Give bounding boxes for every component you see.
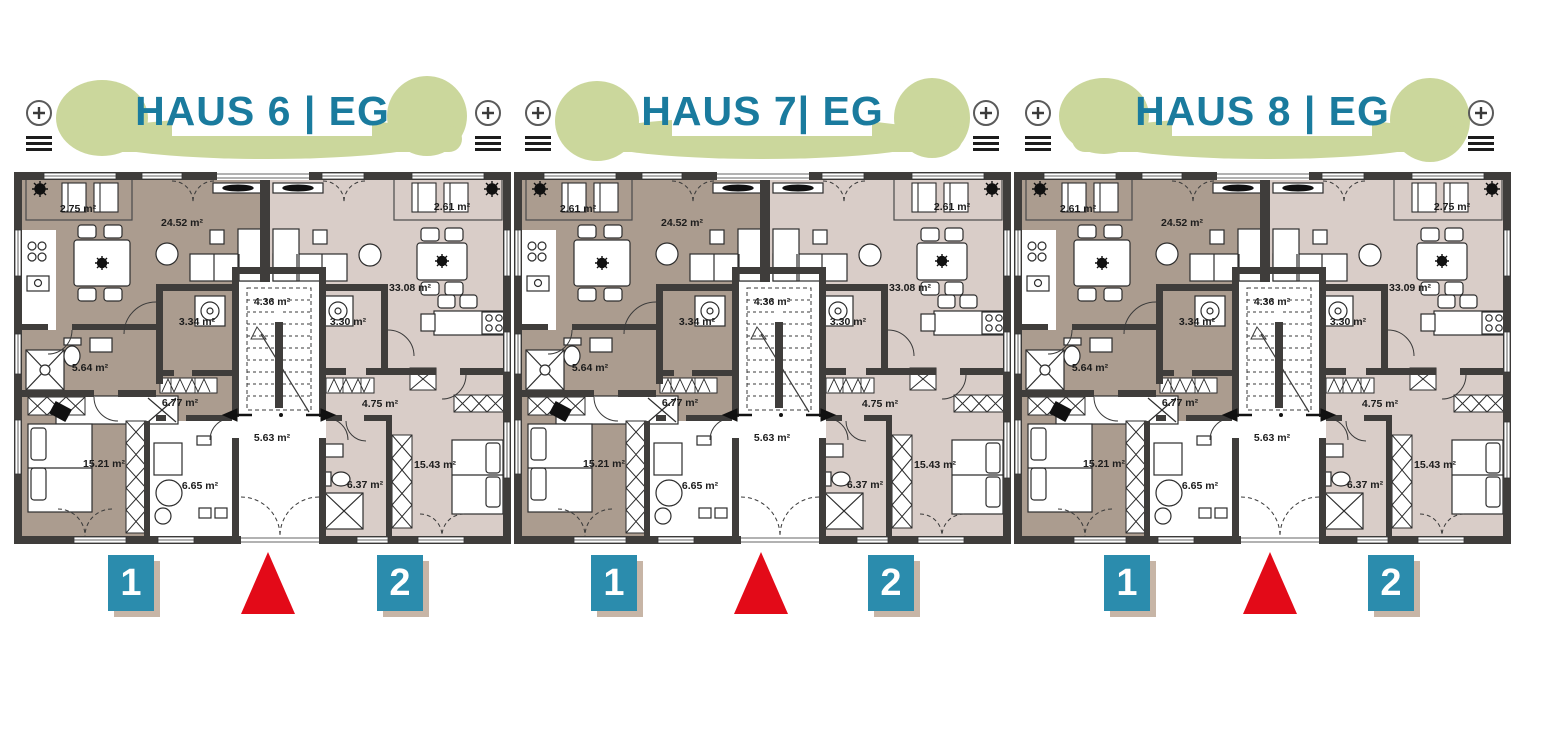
floor-plan-drawing: [14, 172, 511, 544]
zoom-in-icon[interactable]: [972, 99, 1000, 127]
room-label-living-left: 24.52 m²: [660, 217, 704, 229]
room-label-bath-left: 5.64 m²: [571, 362, 609, 374]
zoom-in-icon[interactable]: [25, 99, 53, 127]
room-label-balcony-left: 2.75 m²: [59, 203, 97, 215]
room-label-entry: 5.63 m²: [253, 432, 291, 444]
room-label-hall-left: 6.77 m²: [661, 397, 699, 409]
floor-plan-drawing: [514, 172, 1011, 544]
room-label-living-left: 24.52 m²: [1160, 217, 1204, 229]
plan-controls-left-haus-6: [24, 99, 54, 154]
room-label-living-left: 24.52 m²: [160, 217, 204, 229]
zoom-in-icon[interactable]: [524, 99, 552, 127]
unit-badge-haus8-2[interactable]: 2: [1368, 555, 1414, 611]
plan-controls-right-haus-7: [971, 99, 1001, 154]
room-label-bath-left: 5.64 m²: [1071, 362, 1109, 374]
foliage-graphic: [56, 76, 467, 159]
menu-icon[interactable]: [971, 136, 1001, 151]
room-label-bedroom-left: 15.21 m²: [582, 458, 626, 470]
room-label-stairs: 4.36 m²: [1253, 296, 1291, 308]
room-label-stairs: 4.36 m²: [753, 296, 791, 308]
room-label-utility-right: 3.30 m²: [329, 316, 367, 328]
entrance-triangle-icon: [734, 552, 788, 614]
room-label-bath-left: 5.64 m²: [71, 362, 109, 374]
room-label-bath-right: 6.37 m²: [846, 479, 884, 491]
menu-icon[interactable]: [523, 136, 553, 151]
menu-icon[interactable]: [473, 136, 503, 151]
room-label-bedroom-right: 15.43 m²: [913, 459, 957, 471]
menu-icon[interactable]: [24, 136, 54, 151]
room-label-balcony-left: 2.61 m²: [559, 203, 597, 215]
room-label-child-room: 6.65 m²: [181, 480, 219, 492]
zoom-in-icon[interactable]: [474, 99, 502, 127]
room-label-hall-right: 4.75 m²: [1361, 398, 1399, 410]
room-label-utility-left: 3.34 m²: [178, 316, 216, 328]
unit-badge-haus6-2[interactable]: 2: [377, 555, 423, 611]
room-label-living-right: 33.08 m²: [388, 282, 432, 294]
room-label-bedroom-right: 15.43 m²: [413, 459, 457, 471]
room-label-entry: 5.63 m²: [1253, 432, 1291, 444]
room-label-living-right: 33.08 m²: [888, 282, 932, 294]
floor-plan-haus-6: 2.75 m² 24.52 m² 2.61 m² 33.08 m² 3.34 m…: [14, 172, 511, 544]
unit-badge-haus6-1[interactable]: 1: [108, 555, 154, 611]
foliage-graphic: [1059, 78, 1470, 162]
room-label-utility-right: 3.30 m²: [1329, 316, 1367, 328]
foliage-graphic: [555, 78, 970, 161]
room-label-balcony-right: 2.61 m²: [433, 201, 471, 213]
entrance-triangle-icon: [241, 552, 295, 614]
room-label-child-room: 6.65 m²: [1181, 480, 1219, 492]
floor-plan-drawing: [1014, 172, 1511, 544]
room-label-utility-right: 3.30 m²: [829, 316, 867, 328]
room-label-entry: 5.63 m²: [753, 432, 791, 444]
header-haus-7: HAUS 7| EG: [514, 76, 1011, 168]
plan-controls-right-haus-6: [473, 99, 503, 154]
room-label-living-right: 33.09 m²: [1388, 282, 1432, 294]
unit-badge-haus8-1[interactable]: 1: [1104, 555, 1150, 611]
plan-controls-right-haus-8: [1466, 99, 1496, 154]
zoom-in-icon[interactable]: [1467, 99, 1495, 127]
floor-plan-haus-7: 2.61 m² 24.52 m² 2.61 m² 33.08 m² 3.34 m…: [514, 172, 1011, 544]
room-label-bedroom-right: 15.43 m²: [1413, 459, 1457, 471]
menu-icon[interactable]: [1023, 136, 1053, 151]
room-label-bedroom-left: 15.21 m²: [1082, 458, 1126, 470]
unit-badge-haus7-2[interactable]: 2: [868, 555, 914, 611]
floor-plan-haus-8: 2.61 m² 24.52 m² 2.75 m² 33.09 m² 3.34 m…: [1014, 172, 1511, 544]
page-title: HAUS 6 | EG: [135, 88, 390, 134]
room-label-balcony-left: 2.61 m²: [1059, 203, 1097, 215]
entrance-triangle-icon: [1243, 552, 1297, 614]
room-label-bath-right: 6.37 m²: [346, 479, 384, 491]
room-label-hall-left: 6.77 m²: [161, 397, 199, 409]
room-label-bath-right: 6.37 m²: [1346, 479, 1384, 491]
room-label-balcony-right: 2.61 m²: [933, 201, 971, 213]
page-title: HAUS 8 | EG: [1135, 88, 1390, 134]
zoom-in-icon[interactable]: [1024, 99, 1052, 127]
page-title: HAUS 7| EG: [641, 88, 884, 134]
header-haus-6: HAUS 6 | EG: [14, 76, 511, 168]
room-label-bedroom-left: 15.21 m²: [82, 458, 126, 470]
room-label-hall-right: 4.75 m²: [361, 398, 399, 410]
room-label-hall-left: 6.77 m²: [1161, 397, 1199, 409]
plan-controls-left-haus-7: [523, 99, 553, 154]
unit-badge-haus7-1[interactable]: 1: [591, 555, 637, 611]
room-label-hall-right: 4.75 m²: [861, 398, 899, 410]
plan-controls-left-haus-8: [1023, 99, 1053, 154]
room-label-balcony-right: 2.75 m²: [1433, 201, 1471, 213]
menu-icon[interactable]: [1466, 136, 1496, 151]
room-label-utility-left: 3.34 m²: [1178, 316, 1216, 328]
room-label-stairs: 4.36 m²: [253, 296, 291, 308]
header-haus-8: HAUS 8 | EG: [1014, 76, 1511, 168]
room-label-child-room: 6.65 m²: [681, 480, 719, 492]
room-label-utility-left: 3.34 m²: [678, 316, 716, 328]
